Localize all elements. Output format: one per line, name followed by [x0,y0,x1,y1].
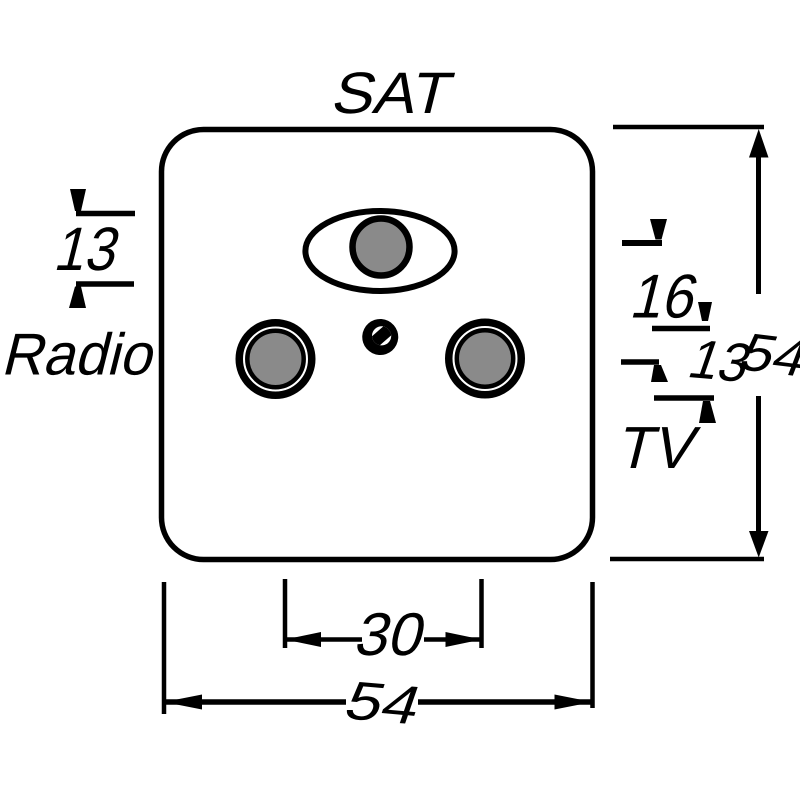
svg-text:SAT: SAT [326,60,459,126]
svg-text:16: 16 [625,262,705,331]
svg-text:30: 30 [349,601,433,669]
svg-text:TV: TV [612,414,705,481]
svg-text:13: 13 [49,215,127,284]
svg-text:54: 54 [338,670,430,736]
svg-text:Radio: Radio [0,321,164,387]
